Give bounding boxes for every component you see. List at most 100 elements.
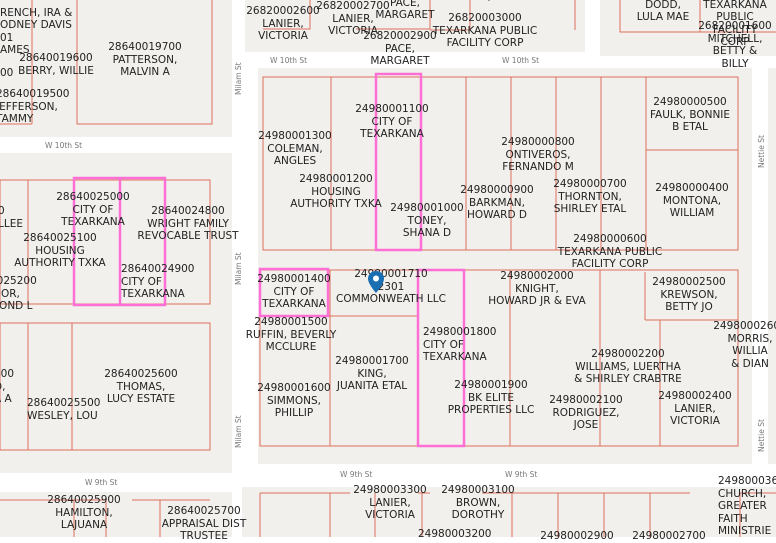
parcel-label[interactable]: 00: [0, 67, 13, 80]
parcel-id: 24980002700: [632, 530, 706, 542]
parcel-owner: BERRY, WILLIE: [18, 64, 94, 77]
parcel-owner: LANIER, VICTORIA: [365, 496, 415, 522]
parcel-label[interactable]: 28640019600 BERRY, WILLIE: [18, 52, 94, 77]
parcel-id: 28640019600: [19, 52, 93, 64]
parcel-label[interactable]: 26820003000 TEXARKANA PUBLIC FACILITY CO…: [433, 12, 537, 50]
parcel-label[interactable]: 24980001700 KING, JUANITA ETAL: [335, 355, 409, 393]
parcel-id: 24980003300: [353, 484, 427, 496]
parcel-label[interactable]: 24980001200 HOUSING AUTHORITY TXKA: [290, 173, 382, 211]
parcel-label[interactable]: TEXARKANA PUBLIC FACILITY CORP: [703, 0, 767, 49]
parcel-id: 26820002900: [363, 30, 437, 42]
parcel-label[interactable]: 400 D, A A: [0, 368, 14, 406]
parcel-label[interactable]: RENCH, IRA & ODNEY DAVIS 01 AMES: [0, 0, 72, 57]
parcel-id: 24980001200: [299, 173, 373, 185]
map-pin-icon[interactable]: [368, 271, 384, 293]
parcel-label[interactable]: 24980001500 RUFFIN, BEVERLY MCCLURE: [246, 316, 337, 354]
street-label-w9th: W 9th St: [340, 470, 373, 479]
parcel-label[interactable]: 26820002700 LANIER, VICTORIA: [316, 0, 390, 38]
block: [600, 0, 776, 56]
parcel-label[interactable]: PACE, MARGARET: [375, 0, 434, 22]
parcel-owner: MORRIS, WILLIA & DIAN: [727, 332, 773, 370]
block: [0, 153, 232, 473]
parcel-id: 24980000800: [501, 136, 575, 148]
parcel-label[interactable]: 24980001800 CITY OF TEXARKANA: [423, 326, 497, 364]
block: [768, 68, 776, 464]
parcel-label[interactable]: 24980003200: [418, 528, 492, 541]
parcel-owner: LLEE: [0, 217, 23, 230]
parcel-label[interactable]: 24980001600 SIMMONS, PHILLIP: [257, 382, 331, 420]
parcel-label[interactable]: 24980000700 THORNTON, SHIRLEY ETAL: [553, 178, 627, 216]
parcel-label[interactable]: 24980000800 ONTIVEROS, FERNANDO M: [501, 136, 575, 174]
parcel-id: 24980003100: [441, 484, 515, 496]
parcel-label[interactable]: 24980002200 WILLIAMS, LUERTHA & SHIRLEY …: [574, 348, 682, 386]
parcel-label[interactable]: 24980002700: [632, 530, 706, 543]
parcel-label[interactable]: 28640024900 CITY OF TEXARKANA: [121, 263, 195, 301]
parcel-owner: TONEY, SHANA D: [402, 214, 452, 240]
parcel-label[interactable]: 24980002400 LANIER, VICTORIA: [658, 390, 732, 428]
parcel-label[interactable]: DODD, LULA MAE: [637, 0, 690, 24]
parcel-id: 28640025500: [27, 397, 101, 409]
parcel-label[interactable]: 24980001900 BK ELITE PROPERTIES LLC: [448, 379, 535, 417]
parcel-label[interactable]: 0025200 NIOR, MOND L: [0, 275, 37, 313]
parcel-label[interactable]: 28640019500 JEFFERSON, TAMMY: [0, 88, 70, 126]
parcel-owner: BROWN, DOROTHY: [451, 496, 505, 522]
parcel-label[interactable]: 24980001710 2301 COMMONWEATH LLC: [336, 268, 446, 306]
parcel-label[interactable]: 24980000500 FAULK, BONNIE B ETAL: [650, 96, 730, 134]
parcel-id: 28640025700: [167, 505, 241, 517]
parcel-owner: NIOR, MOND L: [0, 287, 33, 313]
parcel-label[interactable]: 24980003100 BROWN, DOROTHY: [441, 484, 515, 522]
parcel-owner: TEXARKANA PUBLIC FACILITY CORP: [557, 245, 663, 271]
block: [0, 0, 232, 137]
parcel-label[interactable]: 28640019700 PATTERSON, MALVIN A: [108, 41, 182, 79]
parcel-owner: WILLIAMS, LUERTHA & SHIRLEY CRABTRE: [574, 360, 682, 386]
parcel-id: 28640025100: [23, 232, 97, 244]
parcel-label[interactable]: 28640024800 WRIGHT FAMILY REVOCABLE TRUS…: [137, 205, 238, 243]
parcel-label[interactable]: 24980001100 CITY OF TEXARKANA: [355, 103, 429, 141]
parcel-label[interactable]: 26820002600 LANIER, VICTORIA: [246, 5, 320, 43]
parcel-owner: MITCHELL, BETTY & BILLY: [707, 32, 763, 70]
parcel-label[interactable]: 24980002000 KNIGHT, HOWARD JR & EVA: [488, 270, 585, 308]
parcel-id: 24980001600: [257, 382, 331, 394]
parcel-label[interactable]: 24980000600 TEXARKANA PUBLIC FACILITY CO…: [558, 233, 662, 271]
parcel-label[interactable]: 24980001000 TONEY, SHANA D: [390, 202, 464, 240]
parcel-owner: KING, JUANITA ETAL: [336, 367, 408, 393]
parcel-owner: THOMAS, LUCY ESTATE: [106, 380, 176, 406]
parcel-label[interactable]: 24980002500 KREWSON, BETTY JO: [652, 276, 726, 314]
parcel-label[interactable]: 24980002100 RODRIGUEZ, JOSE: [549, 394, 623, 432]
parcel-label[interactable]: 28640025500 WESLEY, LOU: [27, 397, 101, 422]
parcel-label[interactable]: 24980000900 BARKMAN, HOWARD D: [460, 184, 534, 222]
parcel-label[interactable]: 26820002900 PACE, MARGARET: [363, 30, 437, 68]
parcel-owner: KREWSON, BETTY JO: [660, 288, 718, 314]
parcel-label[interactable]: 24980002900: [540, 530, 614, 543]
parcel-id: 26820002600: [246, 5, 320, 17]
parcel-label[interactable]: 24980001300 COLEMAN, ANGLES: [258, 130, 332, 168]
parcel-owner: CITY OF TEXARKANA: [121, 275, 185, 301]
parcel-label[interactable]: 28640025600 THOMAS, LUCY ESTATE: [104, 368, 178, 406]
parcel-owner: CITY OF TEXARKANA: [262, 285, 326, 311]
parcel-owner: MONTONA, WILLIAM: [662, 194, 722, 220]
parcel-label[interactable]: 28640025900 HAMILTON, LAJUANA: [47, 494, 121, 532]
parcel-label[interactable]: 28640025100 HOUSING AUTHORITY TXKA: [14, 232, 106, 270]
parcel-id: 28640024900: [121, 263, 195, 275]
street-label-w9th: W 9th St: [85, 478, 118, 487]
parcel-owner: D, A A: [0, 380, 12, 406]
parcel-label[interactable]: WARD, DONNA H: [455, 0, 545, 3]
parcel-id: 24980001100: [355, 103, 429, 115]
parcel-id: 24980003200: [418, 528, 492, 540]
parcel-id: 0: [0, 205, 5, 217]
parcel-id: 24980002600: [713, 320, 776, 332]
parcel-label[interactable]: 0 LLEE: [0, 205, 23, 230]
parcel-label[interactable]: 24980002600 MORRIS, WILLIA & DIAN: [713, 320, 776, 370]
parcel-owner: LANIER, VICTORIA: [258, 17, 308, 43]
parcel-label[interactable]: 24980001400 CITY OF TEXARKANA: [257, 273, 331, 311]
parcel-id: 28640019700: [108, 41, 182, 53]
parcel-label[interactable]: 24980000400 MONTONA, WILLIAM: [655, 182, 729, 220]
street-label-w9th: W 9th St: [505, 470, 538, 479]
parcel-id: 24980003600: [718, 475, 776, 487]
parcel-id: 28640024800: [151, 205, 225, 217]
parcel-label[interactable]: 24980003300 LANIER, VICTORIA: [353, 484, 427, 522]
parcel-label[interactable]: 24980003600 CHURCH, GREATER FAITH MINIST…: [718, 475, 776, 538]
parcel-label[interactable]: 28640025000 CITY OF TEXARKANA: [56, 191, 130, 229]
parcel-label[interactable]: 26820001600 MITCHELL, BETTY & BILLY: [698, 20, 772, 70]
